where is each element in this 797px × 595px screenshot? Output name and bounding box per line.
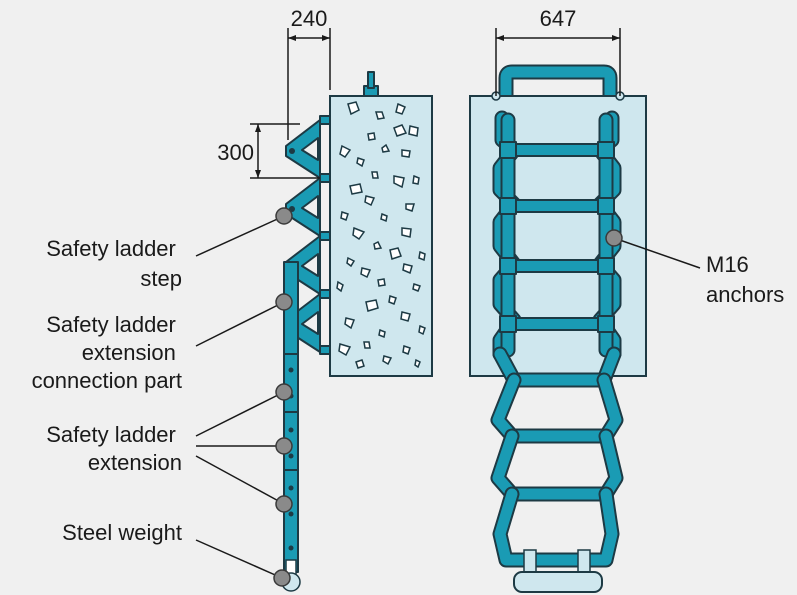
label-steel-weight: Steel weight bbox=[62, 520, 182, 545]
callout-marker-connection bbox=[275, 293, 293, 311]
callouts bbox=[195, 207, 701, 587]
wall-plates bbox=[319, 115, 331, 355]
steel-weight-front bbox=[513, 549, 603, 593]
callout-marker-weight bbox=[273, 569, 291, 587]
dimension-240: 240 bbox=[287, 6, 331, 140]
dimension-300: 300 bbox=[217, 123, 320, 179]
top-handle bbox=[498, 64, 618, 108]
ladder-extension-side bbox=[283, 261, 299, 573]
dimension-300-text: 300 bbox=[217, 140, 254, 165]
callout-marker-step bbox=[275, 207, 293, 225]
dimension-647: 647 bbox=[495, 6, 621, 96]
label-connection-part: Safety ladder extension connection part bbox=[32, 312, 182, 393]
callout-marker-extension-1 bbox=[275, 383, 293, 401]
front-view: 647 bbox=[469, 6, 647, 593]
ladder-rungs-front bbox=[499, 141, 615, 333]
callout-marker-extension-2 bbox=[275, 437, 293, 455]
dimension-240-text: 240 bbox=[291, 6, 328, 31]
concrete-aggregate bbox=[336, 101, 426, 369]
ladder-extension-front bbox=[490, 346, 624, 568]
label-extension: Safety ladder extension bbox=[46, 422, 182, 475]
label-anchors: M16 anchors bbox=[706, 252, 784, 307]
side-view: 240 300 bbox=[217, 6, 433, 592]
lifting-eye bbox=[363, 71, 379, 97]
callout-marker-extension-3 bbox=[275, 495, 293, 513]
callout-marker-anchors bbox=[605, 229, 623, 247]
dimension-647-text: 647 bbox=[540, 6, 577, 31]
labels: Safety ladder step Safety ladder extensi… bbox=[32, 236, 785, 545]
label-step: Safety ladder step bbox=[46, 236, 182, 291]
concrete-wall-side bbox=[329, 95, 433, 377]
